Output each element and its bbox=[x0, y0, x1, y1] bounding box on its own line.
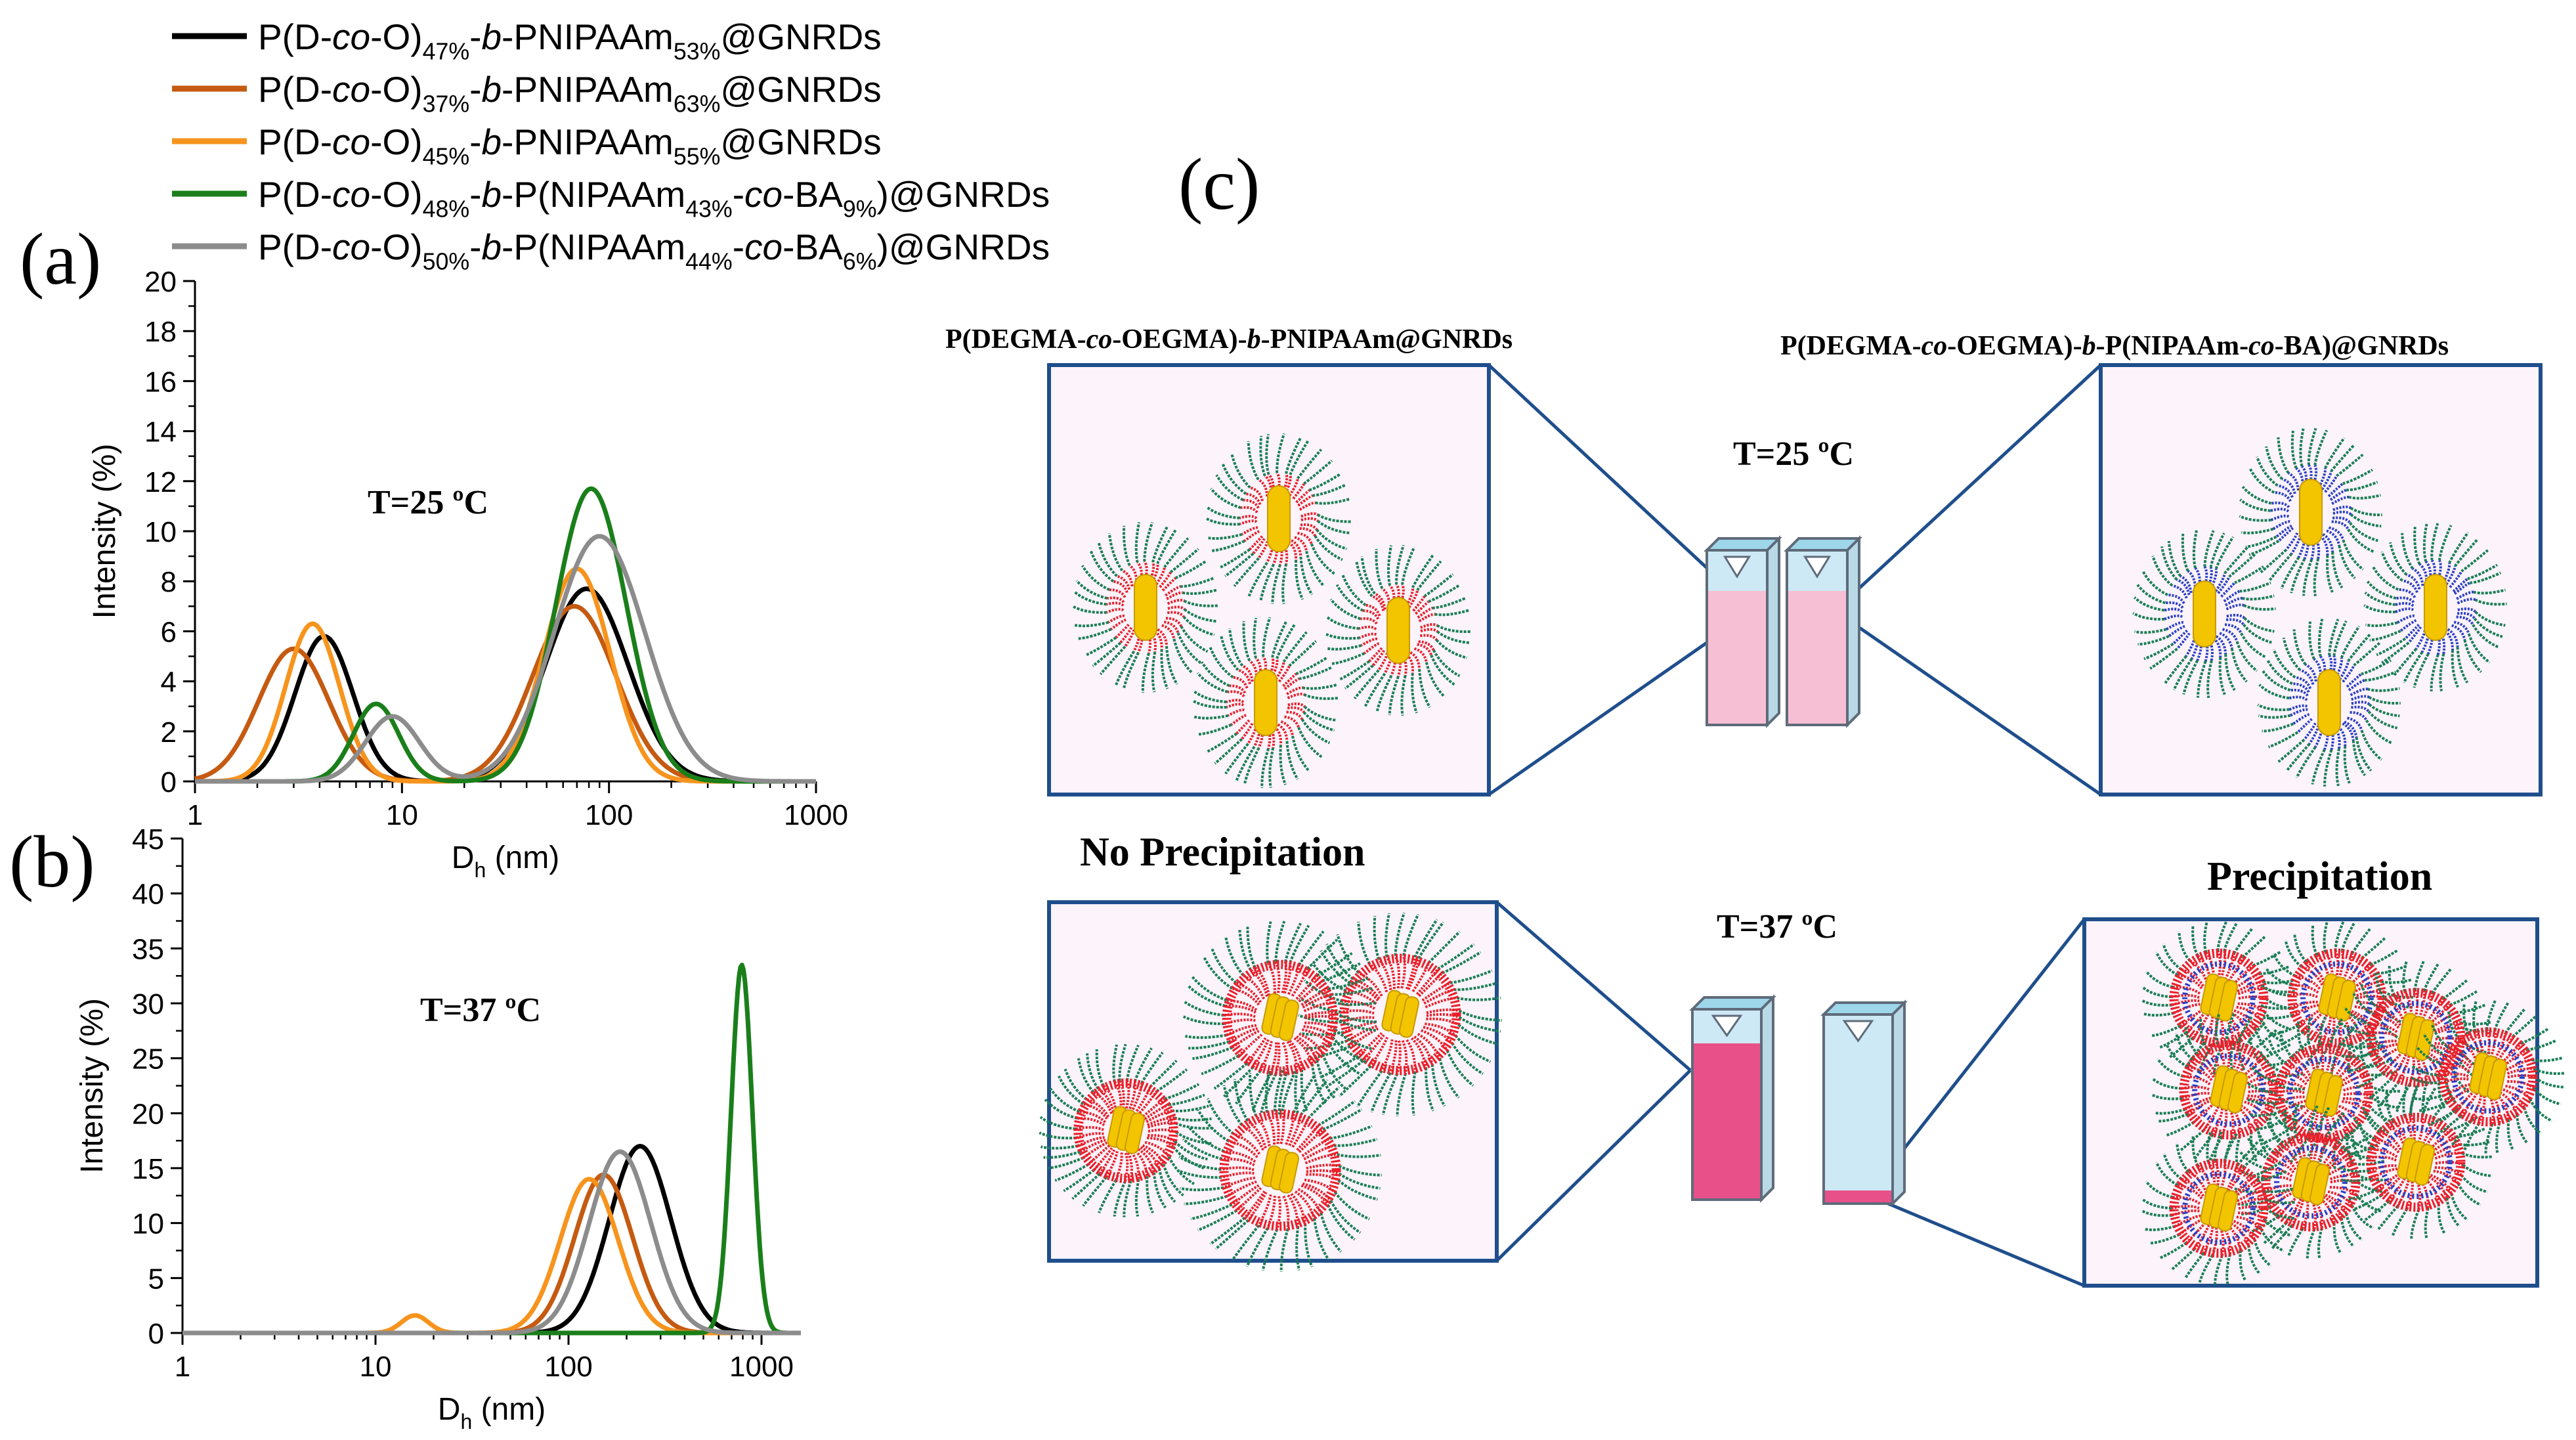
cuvette-37-right bbox=[1820, 999, 1908, 1207]
cuvette-25-left bbox=[1704, 535, 1782, 728]
y-tick-label: 12 bbox=[144, 466, 177, 498]
y-tick-label: 8 bbox=[161, 566, 177, 598]
temperature-annotation: T=25 ºC bbox=[368, 484, 488, 521]
y-tick-label: 20 bbox=[132, 1098, 164, 1130]
schematic-left-title: P(DEGMA-co-OEGMA)-b-PNIPAAm@GNRDs bbox=[945, 324, 1513, 355]
temperature-37-label: T=37 ºC bbox=[1717, 908, 1837, 946]
y-tick-label: 10 bbox=[144, 516, 177, 548]
x-tick-label: 1 bbox=[187, 799, 203, 831]
micelle-icon bbox=[2257, 619, 2401, 787]
x-axis-label: Dh (nm) bbox=[438, 1392, 546, 1433]
x-tick-label: 10 bbox=[360, 1351, 392, 1383]
y-tick-label: 18 bbox=[144, 316, 177, 348]
y-axis-label: Intensity (%) bbox=[75, 998, 110, 1173]
y-tick-label: 25 bbox=[132, 1043, 164, 1076]
x-tick-label: 10 bbox=[386, 799, 418, 831]
micelle-icon bbox=[1192, 617, 1339, 789]
y-tick-label: 10 bbox=[132, 1208, 164, 1240]
y-tick-label: 45 bbox=[132, 823, 164, 856]
panel-a-label: (a) bbox=[20, 219, 101, 300]
micelle-icon bbox=[1072, 521, 1218, 693]
y-tick-label: 5 bbox=[148, 1263, 164, 1295]
micelle-icon bbox=[1039, 1043, 1213, 1217]
x-tick-label: 1000 bbox=[784, 799, 848, 831]
micelle-icon bbox=[1182, 921, 1377, 1115]
cuvette-25-right bbox=[1784, 535, 1862, 728]
series-line-4 bbox=[181, 1149, 802, 1336]
temperature-annotation: T=37 ºC bbox=[420, 992, 541, 1029]
zoom-line bbox=[1834, 364, 2102, 612]
zoom-line bbox=[1495, 901, 1692, 1072]
y-tick-label: 0 bbox=[161, 766, 177, 798]
temperature-25-label: T=25 ºC bbox=[1733, 435, 1854, 473]
y-tick-label: 2 bbox=[161, 716, 177, 749]
y-tick-label: 40 bbox=[132, 879, 164, 911]
schematic-right-title: P(DEGMA-co-OEGMA)-b-P(NIPAAm-co-BA)@GNRD… bbox=[1780, 331, 2449, 361]
micelle-icon bbox=[1325, 544, 1471, 716]
y-tick-label: 15 bbox=[132, 1153, 164, 1185]
panel-c-label: (c) bbox=[1178, 144, 1260, 225]
y-tick-label: 16 bbox=[144, 366, 177, 398]
micelle-icon bbox=[2338, 1084, 2493, 1240]
y-tick-label: 35 bbox=[132, 933, 164, 965]
zoom-line bbox=[1867, 1193, 2085, 1288]
micelle-icon bbox=[2141, 1130, 2296, 1286]
legend-entry-4: P(D-co-O)50%​-b-P(NIPAAm44%​-co-BA6%​)@G… bbox=[258, 227, 1050, 274]
legend-entry-2: P(D-co-O)45%​-b-PNIPAAm55%​@GNRDs bbox=[258, 121, 882, 169]
x-tick-label: 1000 bbox=[729, 1351, 794, 1383]
micelle-icon bbox=[2239, 427, 2382, 597]
micelle-icon bbox=[2409, 999, 2566, 1155]
micelle-icon bbox=[2132, 530, 2276, 699]
x-tick-label: 1 bbox=[175, 1351, 190, 1383]
x-axis-label: Dh (nm) bbox=[452, 840, 559, 882]
y-tick-label: 6 bbox=[161, 616, 177, 648]
zoom-line bbox=[1495, 1069, 1692, 1262]
legend-entry-0: P(D-co-O)47%​-b-PNIPAAm53%​@GNRDs bbox=[258, 16, 882, 64]
schematic-boxes bbox=[1039, 363, 2566, 1288]
x-tick-label: 100 bbox=[544, 1351, 592, 1383]
y-tick-label: 20 bbox=[144, 266, 177, 298]
y-tick-label: 0 bbox=[148, 1318, 164, 1350]
x-tick-label: 100 bbox=[585, 799, 633, 831]
chart-panel-b: 0 5 10 15 20 25 30 35 40 45 1 10 100 1000 Dh (nm) Inten… bbox=[75, 823, 802, 1433]
series-line-4 bbox=[194, 534, 817, 784]
micelle-icon bbox=[1205, 433, 1352, 605]
schematic-cuvettes bbox=[1689, 535, 1908, 1207]
y-axis-label: Intensity (%) bbox=[87, 444, 122, 619]
micelle-icon bbox=[2141, 920, 2296, 1076]
legend-entry-1: P(D-co-O)37%​-b-PNIPAAm63%​@GNRDs bbox=[258, 69, 882, 117]
y-tick-label: 4 bbox=[161, 666, 177, 699]
y-tick-label: 30 bbox=[132, 988, 164, 1020]
micelle-icon bbox=[2363, 523, 2507, 691]
precipitation-label: Precipitation bbox=[2207, 854, 2432, 899]
no-precipitation-label: No Precipitation bbox=[1080, 830, 1365, 875]
legend-entry-3: P(D-co-O)48%​-b-P(NIPAAm43%​-co-BA9%​)@G… bbox=[258, 174, 1050, 222]
legend: P(D-co-O)47%​-b-PNIPAAm53%​@GNRDsP(D-co-… bbox=[172, 16, 1050, 274]
cuvette-37-left bbox=[1689, 994, 1776, 1203]
panel-b-label: (b) bbox=[9, 821, 95, 903]
y-tick-label: 14 bbox=[144, 416, 177, 448]
zoom-line bbox=[1834, 609, 2102, 796]
schematic-panel-c: P(DEGMA-co-OEGMA)-b-PNIPAAm@GNRDs P(DEGM… bbox=[945, 324, 2566, 1288]
chart-panel-a: 0 2 4 6 8 10 12 14 16 18 20 1 10 100 1000 Dh (nm) Intens… bbox=[87, 266, 848, 882]
